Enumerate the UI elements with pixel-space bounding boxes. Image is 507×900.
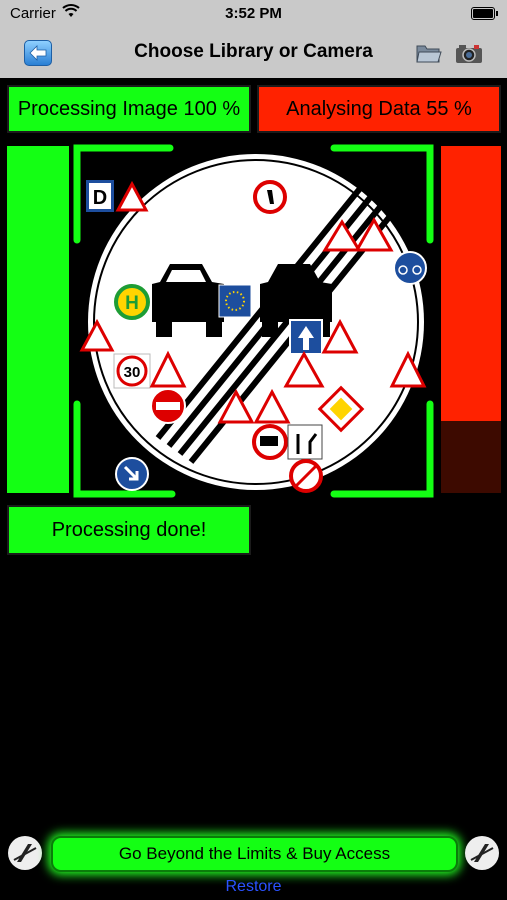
arrow-left-icon [29,45,47,61]
carrier-label: Carrier [10,5,56,22]
svg-text:30: 30 [124,364,141,381]
folder-icon[interactable] [414,40,442,66]
pencil-icon [470,844,494,862]
svg-text:H: H [125,293,139,314]
app-logo-left [8,836,42,870]
sign-speed-limit: 30 [113,353,151,389]
analysing-progress-label: Analysing Data 55 % [286,97,472,120]
processing-status-badge: Processing done! [7,505,251,555]
analysing-progress-bar: Analysing Data 55 % [257,85,501,133]
sign-letter-d: D [86,180,114,212]
analysed-image: D H 30 [73,144,434,498]
status-bar: Carrier 3:52 PM [0,0,507,28]
pencil-icon [13,844,37,862]
clock: 3:52 PM [225,5,282,22]
camera-icon[interactable] [454,40,484,66]
analysing-level-remainder [441,421,501,493]
app-logo-right [465,836,499,870]
back-button[interactable] [24,40,52,66]
page-title: Choose Library or Camera [134,41,373,62]
buy-access-label: Go Beyond the Limits & Buy Access [118,844,391,863]
battery-icon [471,7,498,20]
scan-frame [73,144,434,498]
restore-link[interactable]: Restore [225,878,282,895]
wifi-icon [62,4,80,17]
processing-status-label: Processing done! [51,518,207,541]
processing-progress-bar: Processing Image 100 % [7,85,251,133]
buy-access-button[interactable]: Go Beyond the Limits & Buy Access [51,836,458,872]
analysing-level-indicator [441,146,501,493]
svg-text:D: D [93,187,107,209]
sign-letter-h: H [114,284,150,320]
processing-progress-label: Processing Image 100 % [17,97,241,120]
navigation-bar: Choose Library or Camera [0,28,507,78]
processing-level-indicator [7,146,69,493]
